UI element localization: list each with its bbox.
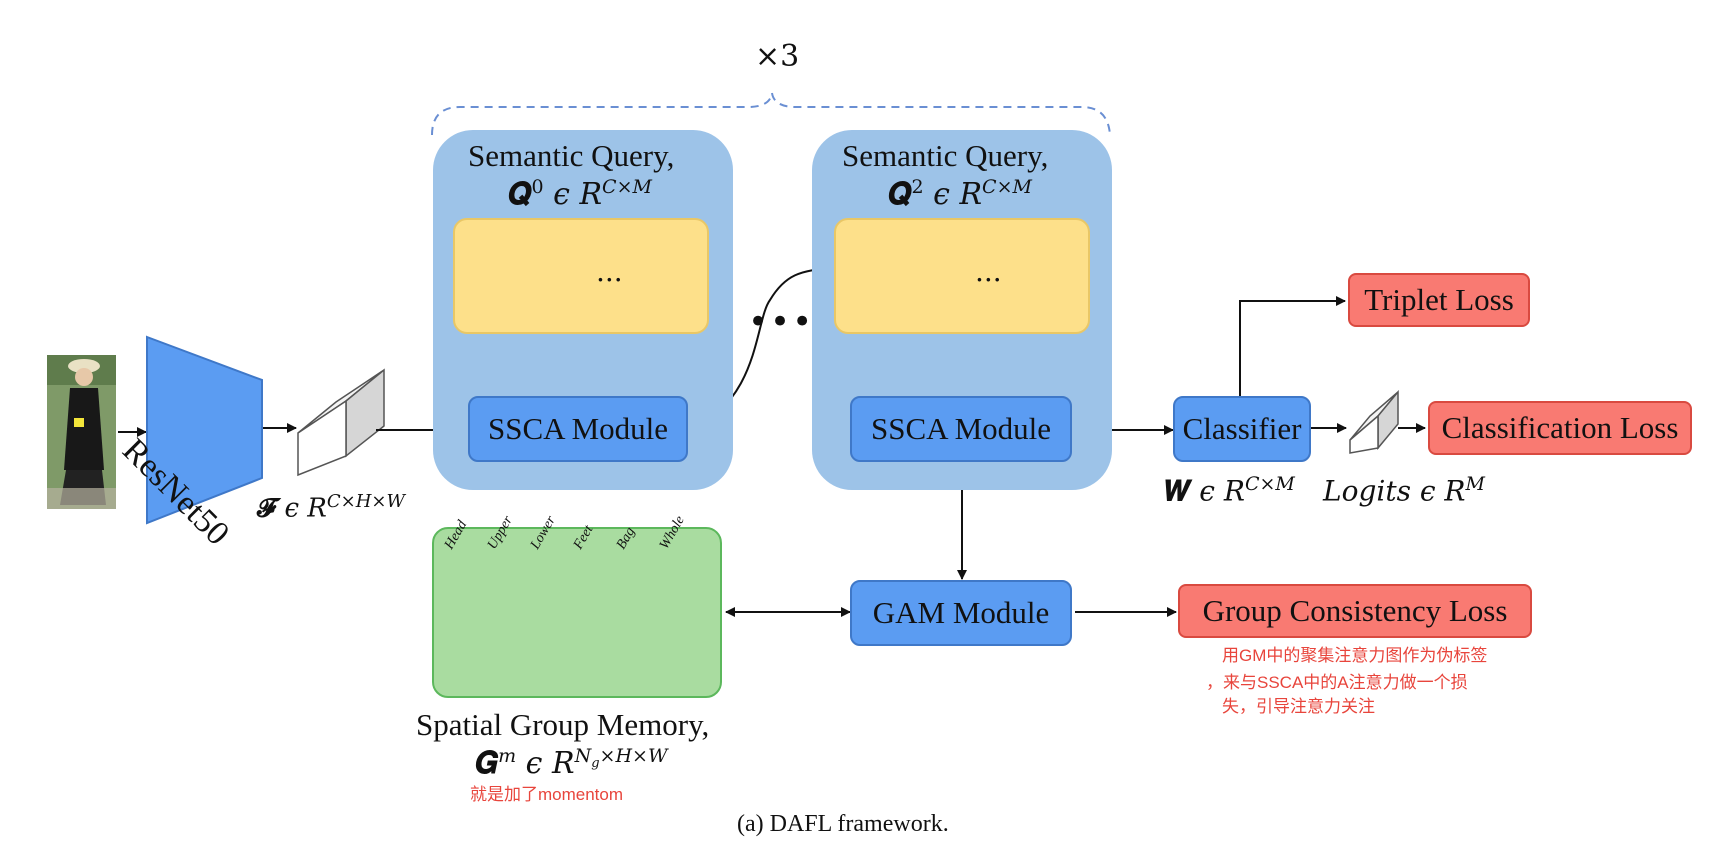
- stage2-exponent: C×M: [982, 176, 1032, 198]
- feature-relation: ϵ R: [284, 493, 327, 524]
- ssca-module-stage1: SSCA Module: [468, 396, 688, 462]
- logits-formula: Logits ϵ RM: [1323, 475, 1485, 505]
- group-loss-annotation-line-3: 失，引导注意力关注: [1222, 697, 1375, 716]
- ssca-module-stage2-label: SSCA Module: [870, 411, 1052, 446]
- resnet50-block: [146, 335, 263, 525]
- weight-symbol: 𝑾: [1165, 474, 1191, 508]
- stage2-query-ellipsis: ...: [975, 255, 1002, 288]
- classifier-weight-formula: 𝑾 ϵ RC×M: [1165, 475, 1295, 505]
- stage1-formula: 𝑸0 ϵ RC×M: [508, 178, 652, 210]
- feature-exponent: C×H×W: [326, 491, 406, 512]
- stage2-title: Semantic Query,: [842, 138, 1049, 173]
- classifier-box: Classifier: [1173, 396, 1311, 462]
- memory-exp-rest: ×H×W: [599, 745, 668, 767]
- memory-exp-base: N: [574, 745, 592, 767]
- logits-text: Logits ϵ R: [1323, 474, 1466, 508]
- group-loss-annotation-line-2: ，来与SSCA中的A注意力做一个损: [1206, 673, 1468, 692]
- memory-exp-sub: g: [591, 755, 600, 771]
- memory-formula: 𝑮m ϵ RNg×H×W: [475, 747, 668, 779]
- arrow-classifier-to-triplet: [1239, 296, 1346, 398]
- stage1-exponent: C×M: [602, 176, 652, 198]
- ssca-module-stage2: SSCA Module: [850, 396, 1072, 462]
- feature-symbol: 𝓕: [257, 493, 277, 524]
- triplet-loss-box: Triplet Loss: [1348, 273, 1530, 327]
- stage2-symbol: 𝑸: [888, 177, 912, 212]
- group-loss-annotation-line-1: 用GM中的聚集注意力图作为伪标签: [1222, 646, 1488, 665]
- figure-caption: (a) DAFL framework.: [737, 811, 949, 837]
- stage2-sup: 2: [911, 176, 924, 198]
- classification-loss-label: Classification Loss: [1441, 410, 1679, 445]
- logits-cuboid: [1349, 389, 1399, 454]
- query-strip-stage2: [834, 218, 1090, 334]
- memory-annotation: 就是加了momentom: [470, 785, 624, 804]
- memory-title: Spatial Group Memory,: [416, 707, 710, 742]
- query-strip-stage1: [453, 218, 709, 334]
- stage1-relation: ϵ R: [553, 177, 603, 212]
- gam-module-label: GAM Module: [872, 595, 1050, 630]
- ssca-module-stage1-label: SSCA Module: [487, 411, 669, 446]
- triplet-loss-label: Triplet Loss: [1364, 282, 1514, 317]
- memory-symbol: 𝑮: [475, 746, 499, 781]
- stage2-relation: ϵ R: [933, 177, 983, 212]
- classifier-label: Classifier: [1182, 411, 1302, 446]
- spatial-group-memory-panel: [432, 527, 722, 698]
- weight-relation: ϵ R: [1199, 474, 1245, 508]
- between-stage-dots: •••: [748, 302, 815, 342]
- repeat-marker: ×3: [755, 39, 800, 74]
- repeat-brace: [431, 92, 1111, 136]
- stage1-query-ellipsis: ...: [596, 255, 623, 288]
- stage1-symbol: 𝑸: [508, 177, 532, 212]
- logits-exponent: M: [1465, 473, 1485, 495]
- group-consistency-loss-box: Group Consistency Loss: [1178, 584, 1532, 638]
- stage1-title: Semantic Query,: [468, 138, 675, 173]
- feature-formula: 𝓕 ϵ RC×H×W: [257, 493, 405, 522]
- stage1-sup: 0: [531, 176, 544, 198]
- group-consistency-loss-label: Group Consistency Loss: [1202, 593, 1508, 628]
- stage2-formula: 𝑸2 ϵ RC×M: [888, 178, 1032, 210]
- feature-map-cuboid: [297, 368, 385, 477]
- weight-exponent: C×M: [1244, 473, 1295, 495]
- memory-sup: m: [498, 745, 517, 767]
- pedestrian-image: [47, 355, 116, 509]
- memory-relation: ϵ R: [525, 746, 575, 781]
- memory-exponent: Ng×H×W: [574, 745, 668, 770]
- classification-loss-box: Classification Loss: [1428, 401, 1692, 455]
- gam-module: GAM Module: [850, 580, 1072, 646]
